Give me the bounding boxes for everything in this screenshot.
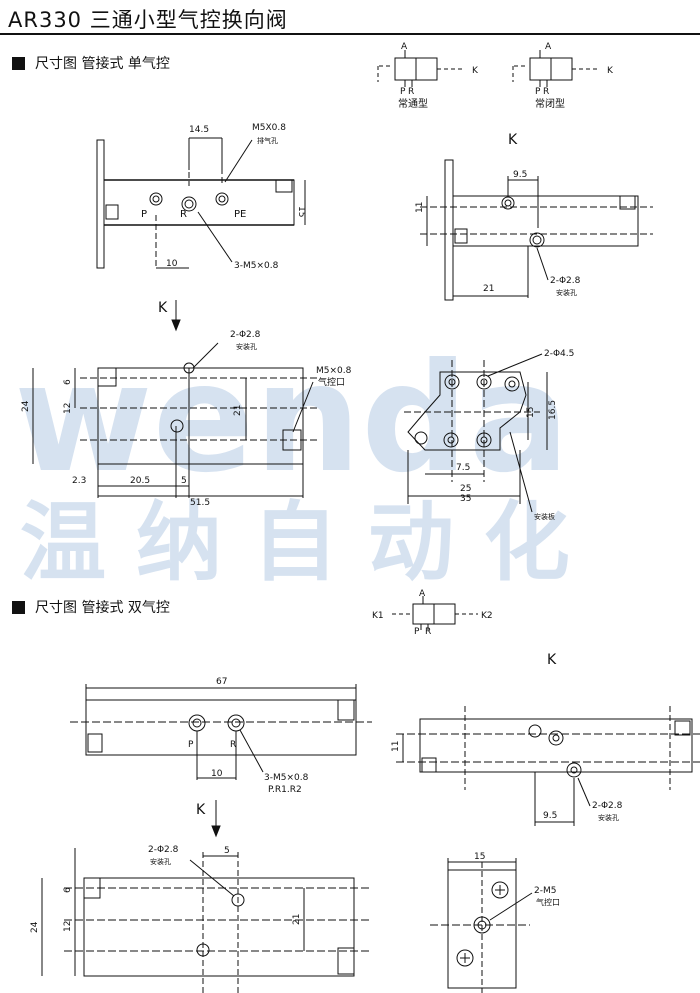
symbol-a-label: A	[419, 589, 426, 599]
section-bullet-icon	[12, 56, 25, 70]
dim-20-5: 20.5	[130, 476, 150, 486]
dim-9-5: 9.5	[543, 811, 557, 821]
section-bullet-icon	[12, 600, 25, 614]
dim-21: 21	[483, 284, 494, 294]
dim-11: 11	[415, 202, 425, 213]
dim-2-phi2-8: 2-Φ2.8	[592, 801, 623, 811]
dim-14-5: 14.5	[189, 125, 209, 135]
symbol-p-label: P	[400, 87, 406, 97]
pilot-port-note: 气控口	[318, 376, 345, 388]
section-single-pilot-label: 尺寸图 管接式 单气控	[35, 56, 170, 72]
symbol-a-label: A	[545, 42, 552, 52]
exhaust-hole-note: 排气孔	[257, 136, 278, 145]
dim-24: 24	[21, 400, 31, 412]
view-k-label: K	[196, 802, 206, 818]
double-pilot-side-view: 15 2-M5 气控口	[430, 852, 560, 993]
symbol-k-label: K	[607, 66, 614, 76]
view-k-label: K	[158, 300, 168, 316]
dim-9-5: 9.5	[513, 170, 527, 180]
dim-2-phi2-8: 2-Φ2.8	[230, 330, 261, 340]
dim-12: 12	[63, 921, 73, 932]
mount-hole-note: 安装孔	[598, 813, 619, 822]
symbol-p-label: P	[414, 627, 420, 637]
dim-10: 10	[211, 769, 223, 779]
pilot-port-note: 气控口	[536, 897, 560, 907]
dim-15: 15	[296, 206, 306, 217]
dim-m5-pilot: M5×0.8	[316, 366, 352, 376]
dim-15: 15	[474, 852, 485, 862]
dim-pr1r2: P.R1.R2	[268, 785, 302, 795]
dim-21: 21	[292, 914, 302, 925]
dim-5: 5	[224, 846, 230, 856]
port-pe-label: PE	[234, 209, 246, 220]
dim-25: 25	[460, 484, 471, 494]
port-r-label: R	[230, 740, 236, 750]
symbol-r-label: R	[543, 87, 549, 97]
dim-11: 11	[391, 741, 401, 752]
port-p-label: P	[141, 209, 147, 220]
port-p-label: P	[188, 740, 194, 750]
dim-3-m5: 3-M5×0.8	[234, 261, 279, 271]
dim-6: 6	[63, 379, 73, 385]
dim-2-phi2-8: 2-Φ2.8	[148, 845, 179, 855]
dim-15-plate: 15	[526, 407, 536, 418]
dim-16-5: 16.5	[548, 400, 558, 420]
symbol-k2-label: K2	[481, 611, 493, 621]
mount-plate-note: 安装板	[534, 512, 555, 521]
dim-12: 12	[63, 403, 73, 414]
dim-21: 21	[233, 405, 243, 416]
dim-10: 10	[166, 259, 178, 269]
section-double-pilot: 尺寸图 管接式 双气控	[12, 597, 170, 617]
mount-hole-note: 安装孔	[150, 857, 171, 866]
double-pilot-k-view: 11 9.5 2-Φ2.8 安装孔	[391, 706, 700, 826]
symbol-normally-closed: A K P R 常闭型	[512, 42, 614, 110]
dim-m5-exhaust: M5X0.8	[252, 123, 286, 133]
dim-67: 67	[216, 677, 227, 687]
section-single-pilot: 尺寸图 管接式 单气控	[12, 53, 170, 73]
dim-2-3: 2.3	[72, 476, 86, 486]
symbol-k1-label: K1	[372, 611, 384, 621]
mount-hole-note: 安装孔	[556, 288, 577, 297]
k-view-arrow: K	[196, 800, 221, 838]
mount-hole-note: 安装孔	[236, 342, 257, 351]
dim-6: 6	[63, 887, 73, 893]
single-pilot-top-view: 2-Φ2.8 安装孔 M5×0.8 气控口 6 24 12 21 2.3 20.…	[21, 330, 352, 508]
single-pilot-k-view: 9.5 11 21 2-Φ2.8 安装孔	[415, 159, 653, 301]
view-k-label: K	[508, 132, 518, 148]
symbol-double-pilot: A K1 K2 P R	[372, 589, 493, 637]
title-rule	[0, 33, 700, 35]
section-double-pilot-label: 尺寸图 管接式 双气控	[35, 600, 170, 616]
dim-51-5: 51.5	[190, 498, 210, 508]
dim-5: 5	[181, 476, 187, 486]
symbol-a-label: A	[401, 42, 408, 52]
k-view-arrow: K	[158, 300, 181, 332]
symbol-r-label: R	[408, 87, 414, 97]
double-pilot-top-view: 2-Φ2.8 安装孔 5 6 24 12 21	[30, 845, 372, 993]
mounting-plate-view: 2-Φ4.5 15 16.5 7.5 25 35 安装板	[404, 349, 574, 521]
dim-2-phi4-5: 2-Φ4.5	[544, 349, 574, 359]
dim-7-5: 7.5	[456, 463, 470, 473]
symbol-normally-open: A K P R 常通型	[377, 42, 479, 110]
dim-24: 24	[30, 921, 40, 933]
page-title: AR330 三通小型气控换向阀	[8, 8, 288, 32]
symbol-r-label: R	[425, 627, 431, 637]
double-pilot-front-view: 67 P R 10 3-M5×0.8 P.R1.R2	[70, 677, 372, 795]
symbol-p-label: P	[535, 87, 541, 97]
port-r-label: R	[180, 209, 187, 220]
view-k-label: K	[547, 652, 557, 668]
single-pilot-front-view: 14.5 M5X0.8 排气孔 P R PE 15 10 3-M5×0.8	[96, 123, 306, 271]
normally-closed-label: 常闭型	[535, 97, 565, 110]
symbol-k-label: K	[472, 66, 479, 76]
normally-open-label: 常通型	[398, 97, 428, 110]
dim-2-phi2-8: 2-Φ2.8	[550, 276, 581, 286]
dim-2-m5: 2-M5	[534, 886, 556, 896]
dim-35: 35	[460, 494, 471, 504]
dim-3-m5: 3-M5×0.8	[264, 773, 309, 783]
